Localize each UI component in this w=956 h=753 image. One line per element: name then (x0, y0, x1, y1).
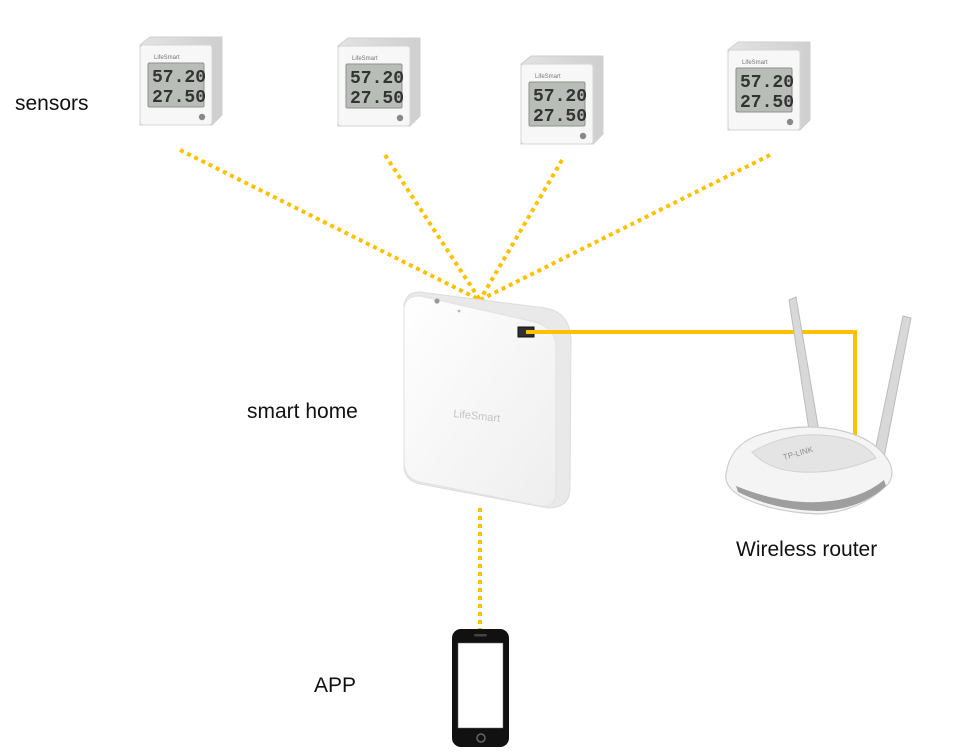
sensor-reading-bottom: 27.50 (740, 93, 794, 113)
wireless-link-sensor-1 (179, 148, 481, 302)
sensor-brand: LifeSmart (742, 60, 768, 66)
sensor-brand: LifeSmart (154, 55, 180, 61)
sensor-reading-top: 57.20 (533, 87, 587, 107)
sensors-label: sensors (15, 92, 89, 115)
sensor-brand: LifeSmart (535, 74, 561, 80)
sensor-reading-bottom: 27.50 (152, 88, 206, 108)
sensor-reading-top: 57.20 (740, 73, 794, 93)
router-label: Wireless router (736, 538, 878, 561)
sensor-reading-bottom: 27.50 (350, 89, 404, 109)
sensor-brand: LifeSmart (352, 56, 378, 62)
wireless-link-sensor-4 (479, 153, 771, 302)
wired-link-router (526, 330, 857, 448)
sensor-device-icon: LifeSmart 57.20 27.50 (337, 37, 421, 127)
sensor-reading-top: 57.20 (152, 68, 206, 88)
sensor-device-icon: LifeSmart 57.20 27.50 (520, 55, 604, 145)
app-label: APP (314, 674, 357, 697)
router-device-icon: TP-LINK (725, 296, 912, 515)
hub-brand: LifeSmart (453, 408, 501, 425)
phone-device-icon (452, 629, 509, 747)
wireless-link-sensor-2 (383, 153, 482, 302)
sensor-device-icon: LifeSmart 57.20 27.50 (727, 41, 811, 131)
sensor-device-icon: LifeSmart 57.20 27.50 (139, 36, 223, 126)
wireless-link-sensor-3 (478, 158, 564, 302)
sensor-reading-bottom: 27.50 (533, 107, 587, 127)
sensor-reading-top: 57.20 (350, 69, 404, 89)
wireless-links (179, 148, 771, 630)
hub-label: smart home (247, 400, 358, 423)
hub-device-icon: LifeSmart (403, 291, 572, 509)
